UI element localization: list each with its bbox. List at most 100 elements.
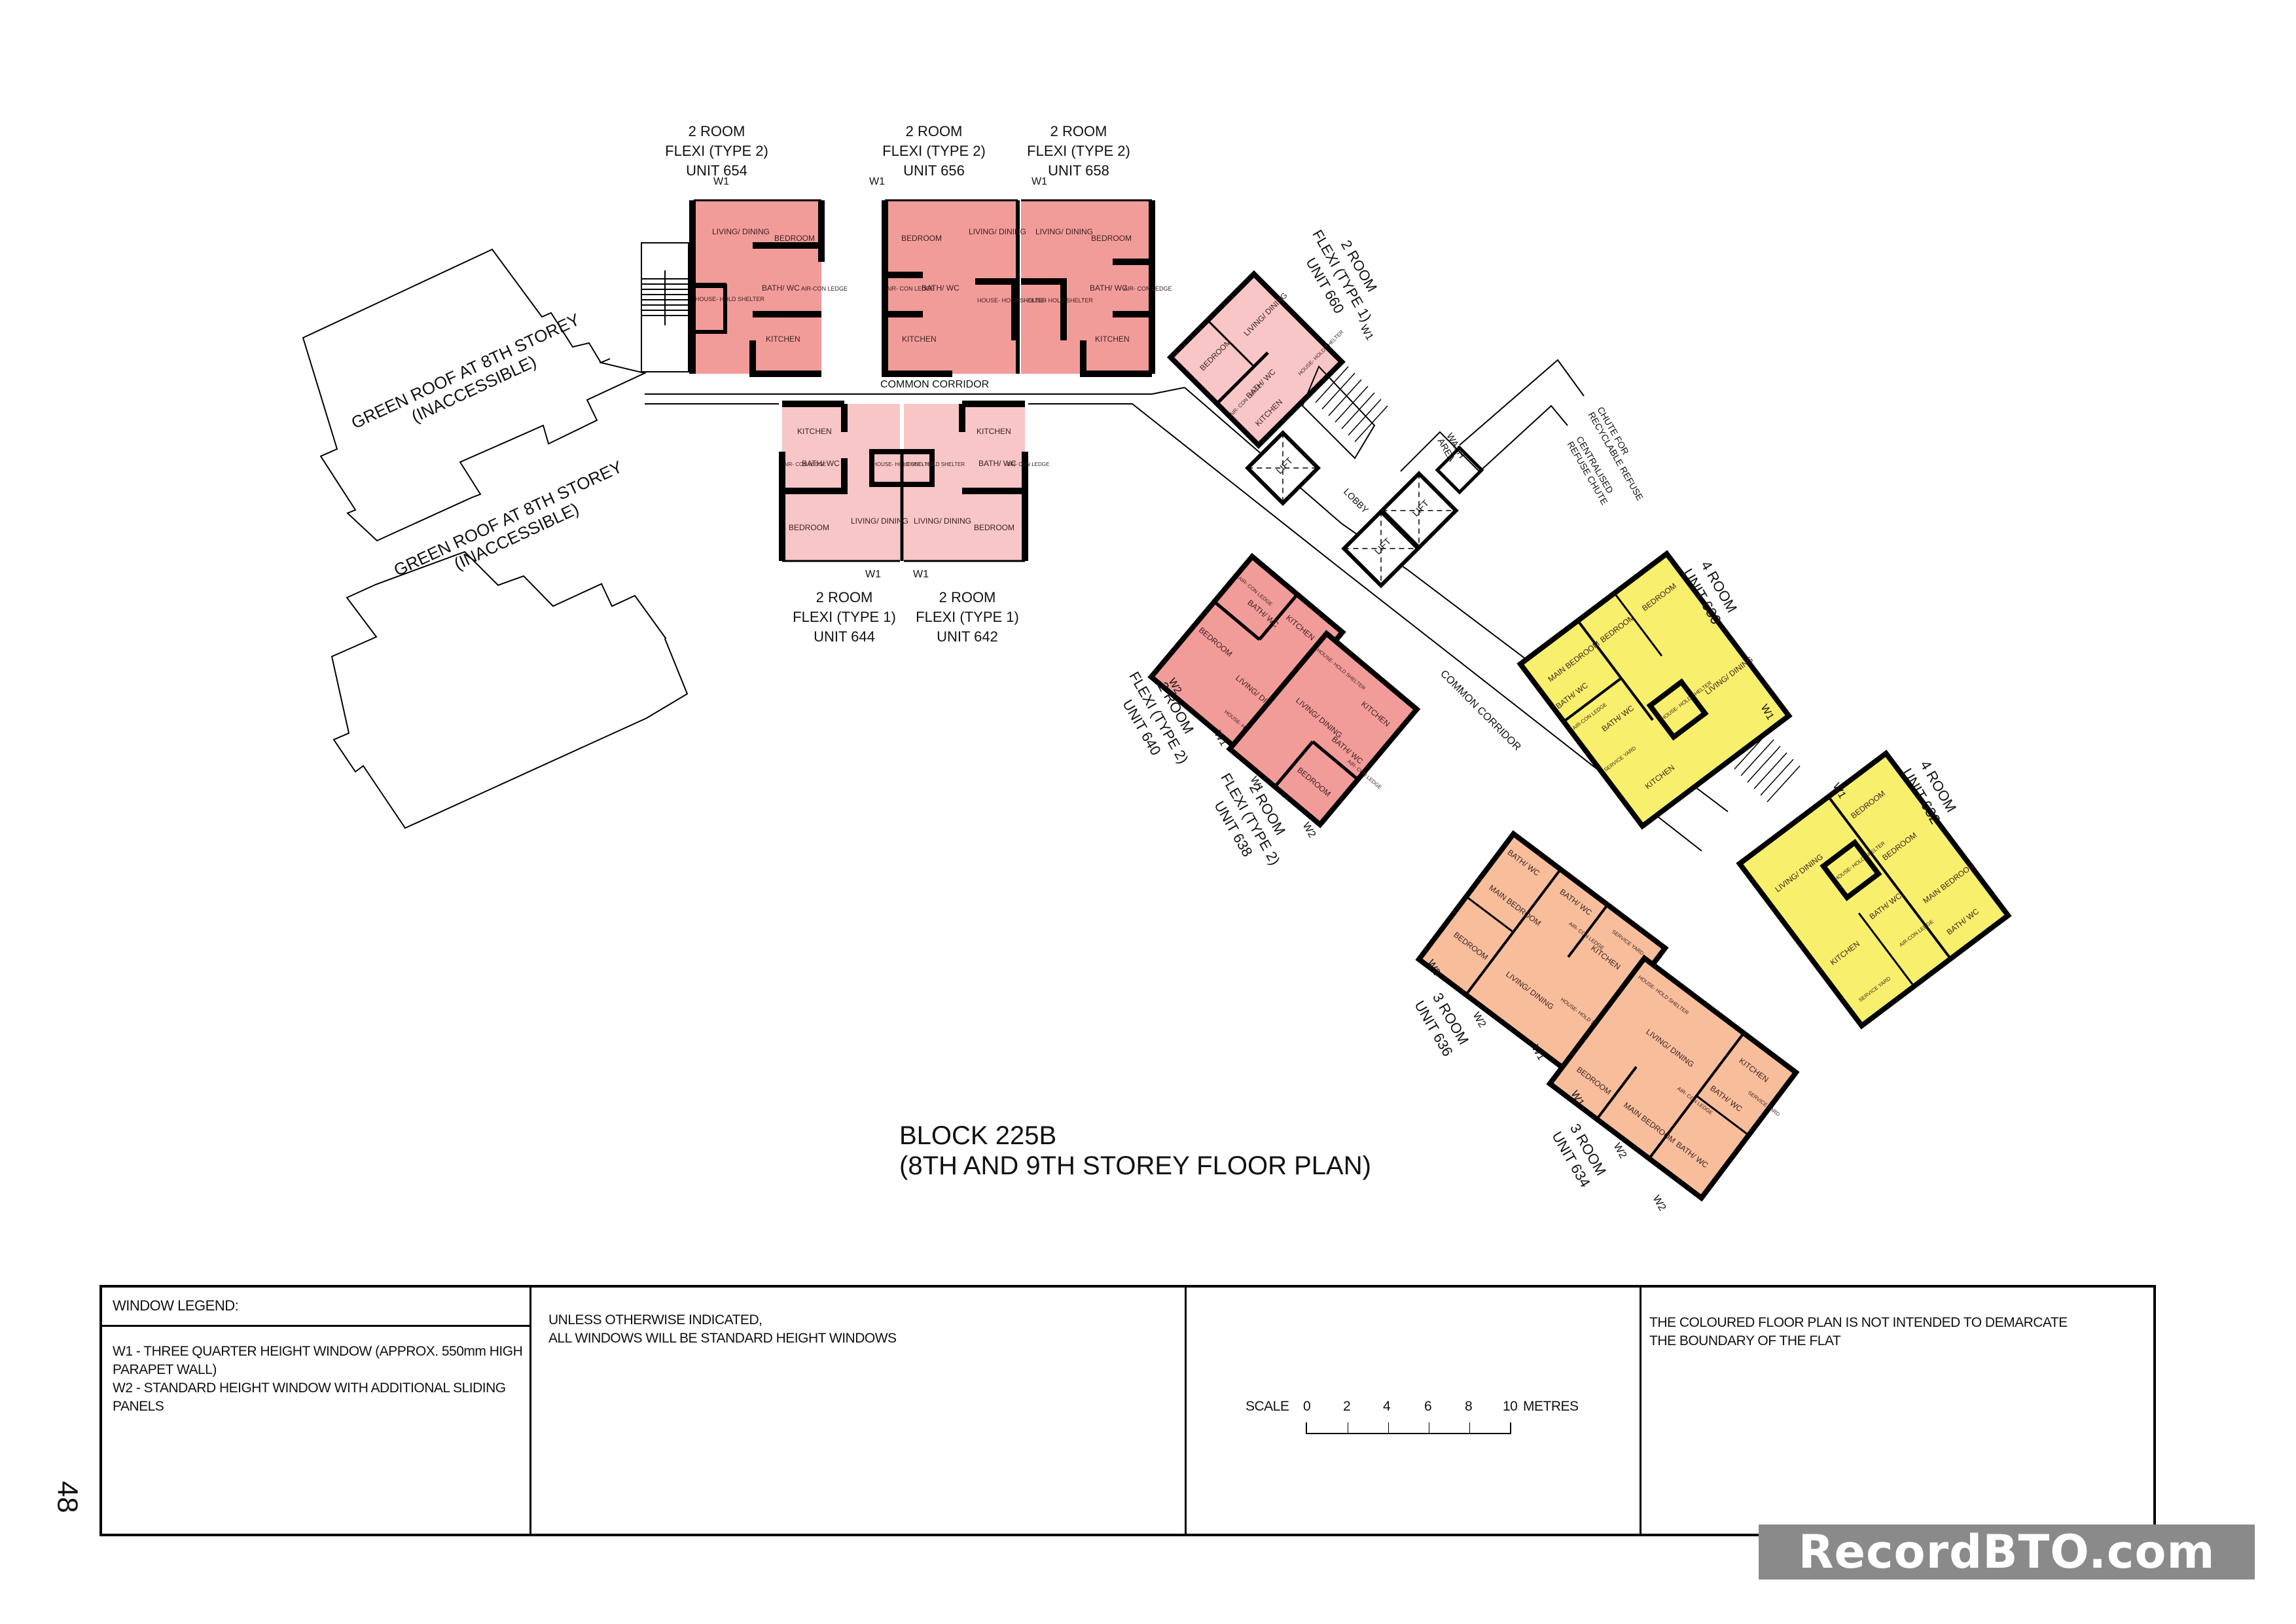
window-tag: W1	[1031, 176, 1047, 187]
window-tag: W1	[1358, 323, 1376, 342]
svg-text:BATH/ WC: BATH/ WC	[1090, 283, 1128, 293]
svg-text:FLEXI (TYPE 2): FLEXI (TYPE 2)	[665, 143, 768, 159]
disclaimer-cell: THE COLOURED FLOOR PLAN IS NOT INTENDED …	[1641, 1288, 2156, 1534]
common-corridor-label-2: COMMON CORRIDOR	[1438, 668, 1523, 753]
unit-630[interactable]: MAIN BEDROOM BATH/ WC BEDROOM BEDROOM AI…	[1516, 550, 1793, 830]
svg-text:KITCHEN: KITCHEN	[902, 334, 937, 344]
svg-text:BEDROOM: BEDROOM	[774, 234, 815, 243]
refuse-chute-outline	[1400, 359, 1585, 478]
plan-title: BLOCK 225B (8TH AND 9TH STOREY FLOOR PLA…	[899, 1121, 1371, 1181]
green-roof-label-2: GREEN ROOF AT 8TH STOREY (INACCESSIBLE)	[391, 457, 625, 580]
svg-text:2 ROOM: 2 ROOM	[689, 123, 745, 139]
unit-658-room-labels: LIVING/ DINING BEDROOM BATH/ WC AIR- CON…	[1024, 227, 1172, 344]
w1-description: W1 - THREE QUARTER HEIGHT WINDOW (APPROX…	[113, 1343, 529, 1416]
svg-text:BEDROOM: BEDROOM	[974, 523, 1014, 532]
window-legend-cell: WINDOW LEGEND: W1 - THREE QUARTER HEIGHT…	[102, 1288, 531, 1534]
svg-text:FLEXI (TYPE 1): FLEXI (TYPE 1)	[916, 609, 1019, 625]
svg-text:UNIT 644: UNIT 644	[814, 628, 875, 645]
window-tag: W1	[913, 569, 929, 580]
window-tag: W2	[1471, 1011, 1488, 1030]
unit-654[interactable]	[689, 199, 825, 377]
svg-text:KITCHEN: KITCHEN	[797, 427, 832, 436]
svg-text:LIVING/ DINING: LIVING/ DINING	[1035, 227, 1093, 236]
unit-642-room-labels: KITCHEN AIR- CON LEDGE BATH/ WC HOUSE- H…	[903, 427, 1049, 532]
scale-cell: SCALE 0 2 4 6 8 10 METRES	[1187, 1288, 1641, 1534]
unit-660-title: 2 ROOM FLEXI (TYPE 1) UNIT 660	[1302, 227, 1380, 325]
svg-text:BEDROOM: BEDROOM	[789, 523, 829, 532]
common-corridor-label-1: COMMON CORRIDOR	[880, 379, 989, 390]
svg-text:UNIT 654: UNIT 654	[686, 162, 747, 179]
svg-text:2 ROOM: 2 ROOM	[906, 123, 963, 139]
svg-text:BATH/ WC: BATH/ WC	[762, 283, 800, 293]
window-legend-header: WINDOW LEGEND:	[102, 1288, 529, 1327]
svg-text:FLEXI (TYPE 2): FLEXI (TYPE 2)	[1027, 143, 1130, 159]
lobby-label: LOBBY	[1342, 486, 1371, 516]
svg-text:LIVING/ DINING: LIVING/ DINING	[969, 227, 1026, 236]
svg-text:AIR- CON LEDGE: AIR- CON LEDGE	[783, 461, 826, 467]
svg-text:BEDROOM: BEDROOM	[901, 234, 942, 243]
svg-text:UNIT 656: UNIT 656	[903, 162, 965, 179]
svg-text:UNIT 642: UNIT 642	[937, 628, 998, 645]
unit-656[interactable]	[882, 199, 1018, 377]
page-number: 48	[51, 1481, 84, 1513]
legend-table: WINDOW LEGEND: W1 - THREE QUARTER HEIGHT…	[99, 1285, 2156, 1536]
svg-text:KITCHEN: KITCHEN	[1095, 334, 1130, 344]
svg-text:AIR-CON LEDGE: AIR-CON LEDGE	[801, 285, 848, 292]
green-roof-label-1: GREEN ROOF AT 8TH STOREY (INACCESSIBLE)	[348, 310, 583, 433]
unit-656-room-labels: BEDROOM LIVING/ DINING AIR- CON LEDGE BA…	[886, 227, 1047, 344]
block-name: BLOCK 225B	[899, 1121, 1057, 1150]
svg-text:HOUSE- HOLD SHELTER: HOUSE- HOLD SHELTER	[1024, 297, 1093, 304]
window-tag: W1	[869, 176, 885, 187]
unit-634-title: 3 ROOM UNIT 634	[1549, 1121, 1609, 1190]
svg-text:AIR- CON LEDGE: AIR- CON LEDGE	[1007, 461, 1049, 467]
svg-text:UNIT 658: UNIT 658	[1048, 162, 1109, 179]
svg-text:LIVING/ DINING: LIVING/ DINING	[851, 516, 908, 526]
svg-text:BATH/ WC: BATH/ WC	[978, 459, 1016, 468]
w2-description: W2 - STANDARD HEIGHT WINDOW WITH ADDITIO…	[113, 1380, 506, 1414]
unit-658-title: 2 ROOM FLEXI (TYPE 2) UNIT 658	[1027, 123, 1130, 179]
unit-654-title: 2 ROOM FLEXI (TYPE 2) UNIT 654	[665, 123, 768, 179]
window-tag: W1	[713, 176, 729, 187]
svg-text:HOUSE- HOLD SHELTER: HOUSE- HOLD SHELTER	[873, 461, 935, 467]
svg-text:HOUSE- HOLD SHELTER: HOUSE- HOLD SHELTER	[977, 297, 1047, 304]
window-legend-title: WINDOW LEGEND:	[113, 1297, 239, 1314]
window-tag: W2	[1651, 1194, 1668, 1213]
svg-text:FLEXI (TYPE 1): FLEXI (TYPE 1)	[793, 609, 896, 625]
unit-658[interactable]	[1021, 199, 1155, 377]
scale-ruler	[1306, 1422, 1511, 1434]
svg-text:LIVING/ DINING: LIVING/ DINING	[712, 227, 770, 236]
unit-634[interactable]: HOUSE- HOLD SHELTER LIVING/ DINING KITCH…	[1546, 954, 1806, 1206]
storey-description: (8TH AND 9TH STOREY FLOOR PLAN)	[899, 1151, 1371, 1180]
green-roof-area	[302, 248, 689, 829]
unit-638[interactable]: HOUSE- HOLD SHELTER LIVING/ DINING KITCH…	[1226, 630, 1435, 840]
svg-text:KITCHEN: KITCHEN	[766, 334, 800, 344]
window-tag: W1	[865, 569, 881, 580]
window-note: UNLESS OTHERWISE INDICATED, ALL WINDOWS …	[548, 1312, 897, 1346]
svg-text:2 ROOM: 2 ROOM	[816, 589, 873, 605]
svg-text:AIR- CON LEDGE: AIR- CON LEDGE	[1124, 285, 1172, 292]
svg-text:AIR- CON LEDGE: AIR- CON LEDGE	[886, 285, 935, 292]
svg-text:GREEN ROOF AT 8TH STOREY: GREEN ROOF AT 8TH STOREY	[348, 310, 583, 433]
svg-text:HOUSE- HOLD SHELTER: HOUSE- HOLD SHELTER	[903, 461, 965, 467]
lift-core-north: LIFT	[1245, 365, 1388, 506]
scale-bar: SCALE 0 2 4 6 8 10 METRES	[1246, 1398, 1586, 1437]
svg-text:2 ROOM: 2 ROOM	[1050, 123, 1107, 139]
staircase-west	[641, 242, 689, 372]
window-note-cell: UNLESS OTHERWISE INDICATED, ALL WINDOWS …	[531, 1288, 1187, 1534]
unit-654-room-labels: LIVING/ DINING BEDROOM BATH/ WC AIR-CON …	[695, 227, 848, 344]
svg-text:FLEXI (TYPE 2): FLEXI (TYPE 2)	[882, 143, 986, 159]
staircase-east	[1734, 732, 1801, 803]
svg-text:KITCHEN: KITCHEN	[977, 427, 1011, 436]
unit-642[interactable]	[904, 401, 1028, 562]
unit-644-room-labels: KITCHEN AIR- CON LEDGE BATH/ WC HOUSE- H…	[783, 427, 935, 532]
svg-text:2 ROOM: 2 ROOM	[939, 589, 996, 605]
unit-632[interactable]: LIVING/ DINING BEDROOM BEDROOM HOUSE- HO…	[1736, 749, 2012, 1030]
watermark: RecordBTO.com	[1759, 1525, 2255, 1579]
svg-text:BATH/ WC: BATH/ WC	[922, 283, 960, 293]
svg-text:HOUSE- HOLD SHELTER: HOUSE- HOLD SHELTER	[695, 296, 764, 302]
svg-text:BEDROOM: BEDROOM	[1091, 234, 1132, 243]
lift-core-south: LIFT LIFT	[1341, 445, 1484, 588]
svg-text:BATH/ WC: BATH/ WC	[802, 459, 840, 468]
unit-636-title: 3 ROOM UNIT 636	[1411, 990, 1472, 1059]
